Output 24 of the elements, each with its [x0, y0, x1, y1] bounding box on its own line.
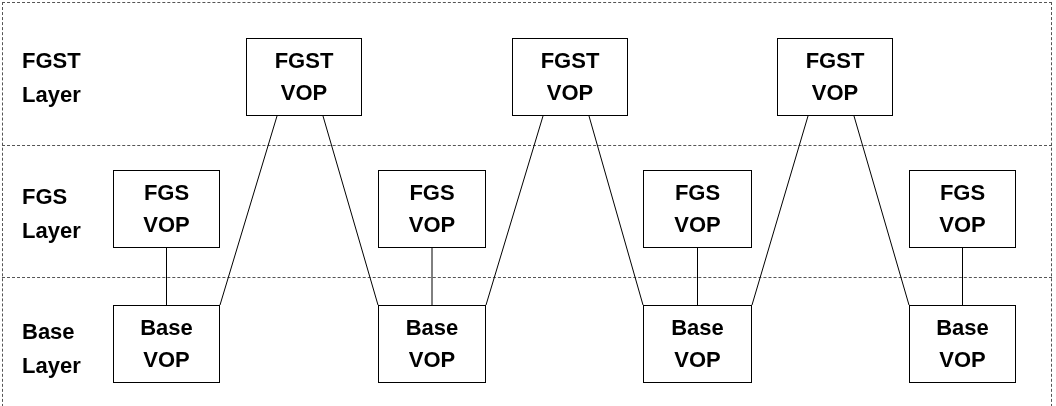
vop-box: FGST VOP [777, 38, 893, 116]
connector-line [697, 247, 698, 306]
vop-box: Base VOP [378, 305, 486, 383]
vop-box: Base VOP [113, 305, 220, 383]
connector-line [751, 115, 809, 306]
connector-line [485, 115, 544, 306]
vop-box: FGS VOP [113, 170, 220, 248]
connector-line [853, 115, 910, 306]
connector-line [588, 115, 644, 306]
vop-box: FGST VOP [246, 38, 362, 116]
vop-box: FGST VOP [512, 38, 628, 116]
connector-line [322, 115, 379, 306]
connector-line [431, 247, 433, 306]
vop-box: FGS VOP [378, 170, 486, 248]
layer-label: FGST Layer [22, 47, 82, 109]
vop-box: Base VOP [909, 305, 1016, 383]
vop-box: FGS VOP [909, 170, 1016, 248]
vop-box: FGS VOP [643, 170, 752, 248]
connector-line [166, 247, 167, 306]
layer-label: Base Layer [22, 318, 82, 380]
connector-line [962, 247, 963, 306]
vop-box: Base VOP [643, 305, 752, 383]
connector-line [219, 115, 278, 306]
layer-label: FGS Layer [22, 183, 82, 245]
